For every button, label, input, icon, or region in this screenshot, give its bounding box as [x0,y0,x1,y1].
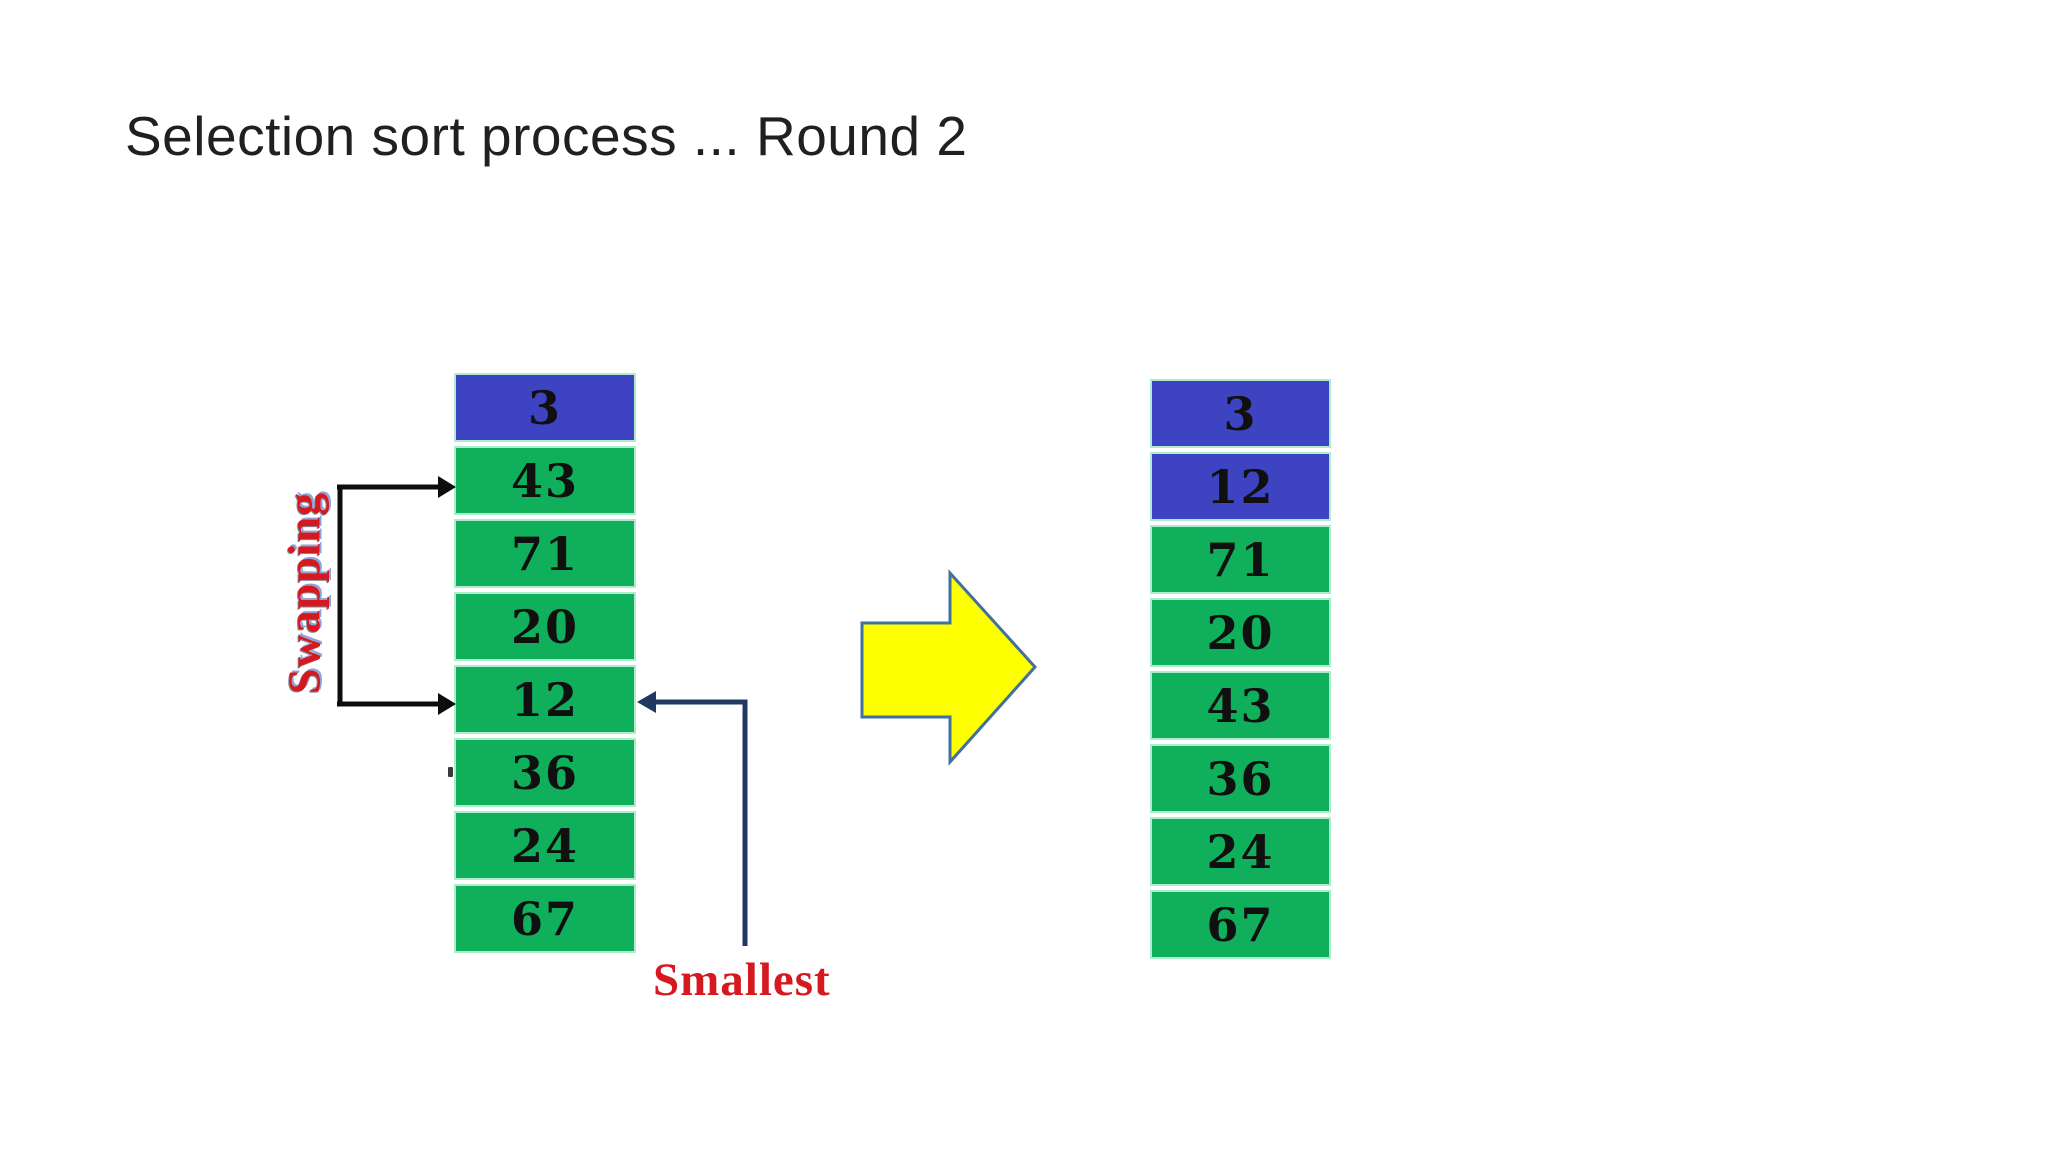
array-cell: 20 [454,592,636,661]
array-cell: 71 [1150,525,1331,594]
stray-mark [448,767,453,777]
array-cell: 67 [454,884,636,953]
smallest-pointer-arrow [637,691,748,946]
array-cell: 3 [454,373,636,442]
slide-title: Selection sort process ... Round 2 [125,105,968,167]
array-cell: 12 [454,665,636,734]
array-before-swap: 3 43 71 20 12 36 24 67 [454,373,636,953]
array-cell: 20 [1150,598,1331,667]
smallest-arrowhead [637,691,656,713]
swap-bracket-arrows [337,476,456,715]
array-cell: 12 [1150,452,1331,521]
array-cell: 36 [1150,744,1331,813]
array-cell: 3 [1150,379,1331,448]
smallest-label: Smallest [653,954,831,1006]
array-after-swap: 3 12 71 20 43 36 24 67 [1150,379,1331,959]
array-cell: 24 [1150,817,1331,886]
transition-arrow [860,569,1038,766]
swapping-label: Swapping [278,491,330,695]
array-cell: 43 [454,446,636,515]
array-cell: 36 [454,738,636,807]
array-cell: 71 [454,519,636,588]
array-cell: 24 [454,811,636,880]
array-cell: 67 [1150,890,1331,959]
array-cell: 43 [1150,671,1331,740]
